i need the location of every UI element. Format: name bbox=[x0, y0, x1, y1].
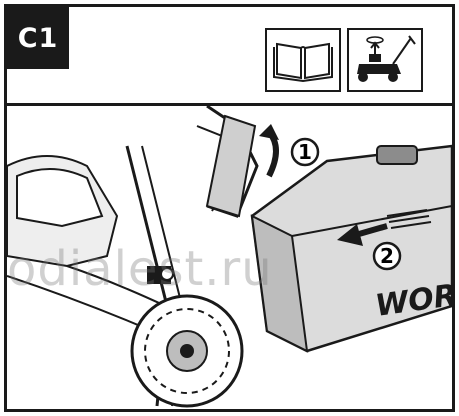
callout-1: 1 bbox=[298, 140, 312, 164]
manual-book-icon bbox=[265, 28, 341, 92]
panel-header: C1 bbox=[7, 7, 452, 106]
instruction-panel: C1 bbox=[4, 4, 455, 412]
mower-unplug-icon bbox=[347, 28, 423, 92]
step-label: C1 bbox=[7, 7, 69, 69]
mower-illustration: 1 2 WOR bbox=[7, 106, 452, 409]
callout-2: 2 bbox=[380, 244, 394, 268]
